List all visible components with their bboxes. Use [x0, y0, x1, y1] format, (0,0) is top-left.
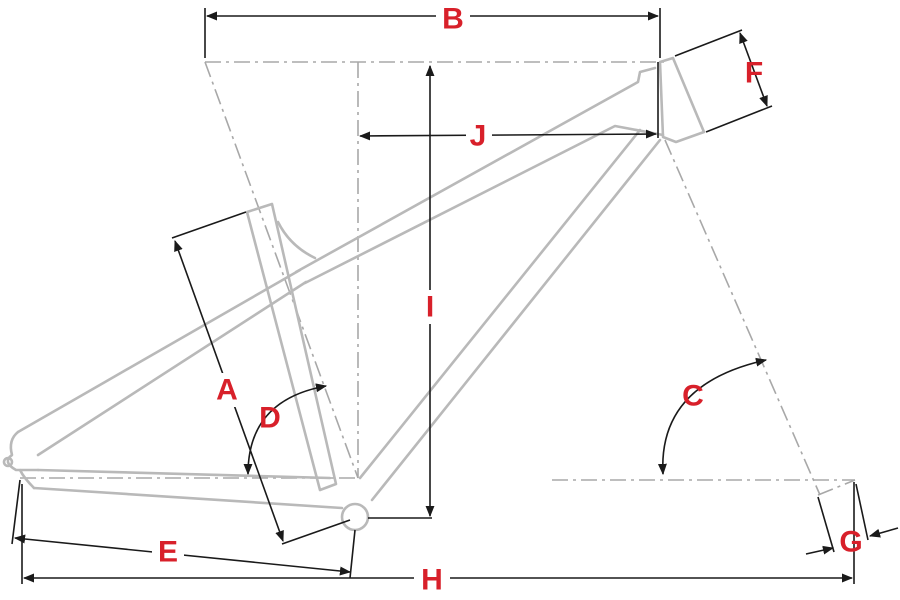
- dimension-g-arrow-left: [805, 545, 835, 555]
- dimension-lines: [11, 8, 899, 584]
- rear-axle: [2, 456, 14, 468]
- dimension-g-ext-right: [855, 483, 869, 541]
- construction-lines: [20, 61, 856, 496]
- dimension-f-ext-bottom: [705, 105, 773, 133]
- dimension-e-ext-left: [11, 479, 21, 545]
- label-i: I: [426, 291, 434, 324]
- label-b: B: [442, 3, 464, 36]
- dimension-labels: B J I A D C F E H G: [152, 3, 863, 598]
- seat-tube-axis: [204, 61, 359, 479]
- head-tube-axis: [664, 139, 821, 496]
- label-h: H: [421, 564, 443, 597]
- label-j: J: [470, 120, 487, 153]
- fork-end-line: [817, 479, 856, 496]
- label-g: G: [839, 526, 862, 559]
- rear-dropout: [6, 430, 40, 490]
- label-f: F: [745, 57, 763, 90]
- dimension-g-arrow-right: [868, 527, 899, 538]
- label-e: E: [158, 536, 178, 569]
- dimension-d-arc: [243, 383, 328, 476]
- dimension-g-ext-left: [817, 496, 835, 553]
- head-tube: [658, 56, 706, 144]
- dimension-a-ext-bottom: [281, 519, 351, 545]
- down-tube: [358, 128, 662, 502]
- dimension-e-ext-right: [349, 529, 356, 579]
- top-tube: [294, 66, 665, 285]
- bottom-bracket: [340, 502, 370, 532]
- seat-tube: [245, 202, 338, 492]
- dimension-j-line: [358, 129, 658, 141]
- chain-stay: [32, 468, 344, 510]
- label-d: D: [259, 402, 281, 435]
- dimension-c-arc: [657, 357, 768, 476]
- bike-frame: [2, 56, 706, 532]
- dimension-f-ext-top: [674, 29, 743, 57]
- dimension-f-line: [739, 31, 768, 108]
- seat-cluster-gusset: [276, 220, 317, 260]
- dimension-a-ext-top: [171, 211, 247, 239]
- label-a: A: [216, 374, 238, 407]
- label-c: C: [682, 380, 704, 413]
